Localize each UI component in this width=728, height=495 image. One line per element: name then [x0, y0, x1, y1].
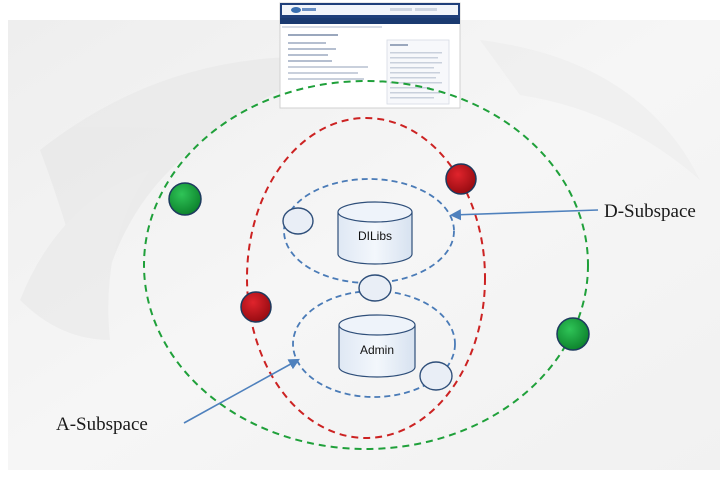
admin-label: Admin — [360, 343, 394, 357]
outer-green-node-right — [556, 317, 590, 351]
webpage-thumbnail-icon — [279, 2, 461, 109]
middle-red-node-left — [240, 291, 272, 323]
dilibs-database-icon — [337, 201, 413, 265]
d-subspace-ring — [283, 178, 455, 284]
admin-database-icon — [338, 314, 416, 378]
junction-node — [358, 274, 392, 302]
d-subspace-node — [282, 207, 314, 235]
d-subspace-label: D-Subspace — [604, 201, 696, 222]
background-watermark — [20, 40, 700, 340]
middle-red-node-top — [445, 163, 477, 195]
a-subspace-ring — [292, 290, 456, 398]
middle-ring — [246, 117, 486, 439]
outer-green-node-left — [168, 182, 202, 216]
a-subspace-node — [419, 361, 453, 391]
a-subspace-arrow — [183, 358, 300, 424]
outer-ring — [143, 80, 589, 450]
dilibs-label: DILibs — [358, 229, 392, 243]
d-subspace-arrow — [449, 209, 599, 221]
a-subspace-label: A-Subspace — [56, 414, 148, 435]
